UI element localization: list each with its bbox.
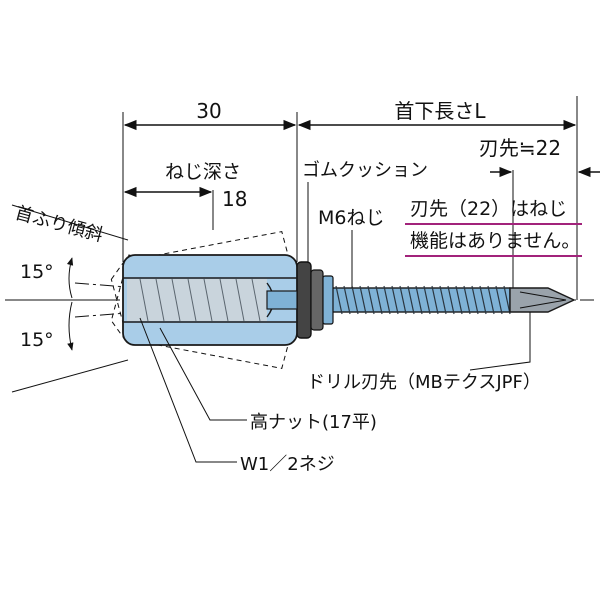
dim-tip-label: 刃先≒22 <box>479 136 561 160</box>
m6-thread-label: M6ねじ <box>318 207 384 229</box>
thread-tooth <box>367 285 375 315</box>
thread-tooth <box>431 285 439 315</box>
screw-shaft <box>329 285 576 315</box>
dim-30-label: 30 <box>196 99 221 123</box>
thread-tooth <box>423 285 431 315</box>
thread-tooth <box>351 285 359 315</box>
thread-depth-label: ねじ深さ <box>165 161 241 183</box>
thread-tooth <box>447 285 455 315</box>
thread-tooth <box>343 285 351 315</box>
thread-tooth <box>375 285 383 315</box>
head-tilt-label: 首ふり傾斜 <box>13 203 105 247</box>
thread-depth-value: 18 <box>222 187 247 211</box>
note-line2: 機能はありません。 <box>410 230 580 252</box>
angle-indicators <box>11 204 129 393</box>
note-line1: 刃先（22）はねじ <box>410 198 567 220</box>
thread-tooth <box>383 285 391 315</box>
thread-tooth <box>495 285 503 315</box>
drill-tip <box>509 287 576 313</box>
thread-tooth <box>471 285 479 315</box>
tall-nut <box>122 254 298 346</box>
thread-tooth <box>399 285 407 315</box>
extension-lines <box>122 96 578 300</box>
angle-lower-label: 15° <box>20 329 54 351</box>
thread-tooth <box>439 285 447 315</box>
thread-tooth <box>455 285 463 315</box>
thread-tooth <box>335 285 343 315</box>
drill-tip-label: ドリル刃先（MBテクスJPF） <box>307 372 541 393</box>
thread-tooth <box>407 285 415 315</box>
rubber-cushion-label: ゴムクッション <box>302 160 428 181</box>
thread-tooth <box>487 285 495 315</box>
w-thread-label: W1／2ネジ <box>240 454 335 475</box>
thread-tooth <box>503 285 511 315</box>
thread-tooth <box>415 285 423 315</box>
dim-screw-length-label: 首下長さL <box>394 99 486 123</box>
tall-nut-label: 高ナット(17平) <box>250 412 377 433</box>
rubber-cushion <box>296 261 334 339</box>
angle-upper-label: 15° <box>20 261 54 283</box>
thread-tooth <box>391 285 399 315</box>
thread-tooth <box>479 285 487 315</box>
thread-tooth <box>359 285 367 315</box>
thread-tooth <box>463 285 471 315</box>
